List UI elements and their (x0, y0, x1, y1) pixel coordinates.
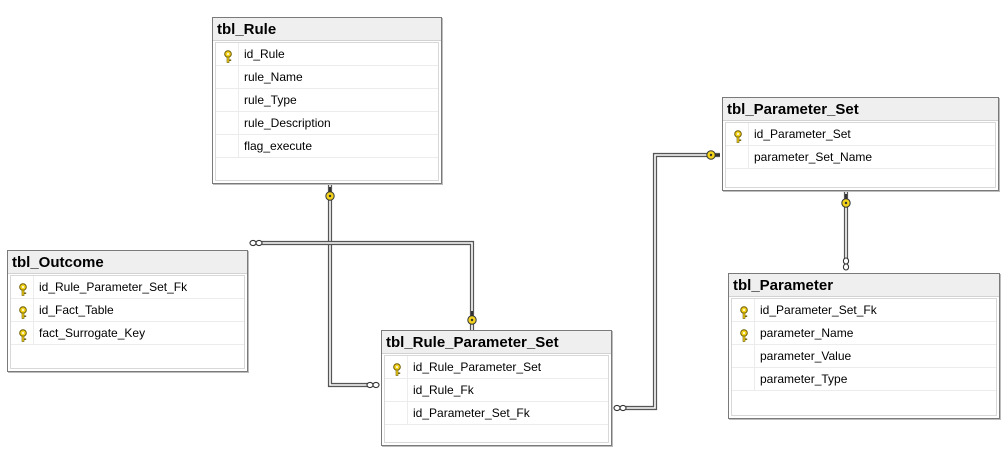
column-name: id_Rule_Fk (413, 383, 474, 397)
table-title: tbl_Parameter_Set (723, 98, 998, 121)
primary-key-icon (738, 327, 750, 342)
column-name: parameter_Set_Name (754, 150, 873, 164)
table-title: tbl_Rule_Parameter_Set (382, 331, 611, 354)
primary-key-icon (17, 281, 29, 296)
column-name: rule_Type (244, 93, 297, 107)
row-gutter (732, 368, 755, 390)
one-end-key-icon (467, 311, 477, 325)
relationship-paramset-to-parameter[interactable] (841, 191, 851, 271)
column-name: id_Parameter_Set (754, 127, 851, 141)
column-list: id_Rule_Parameter_Set id_Rule_Fk id_Parame… (384, 355, 609, 443)
row-gutter (726, 123, 749, 145)
many-end-infinity-icon (842, 257, 850, 271)
column-name: id_Parameter_Set_Fk (413, 406, 530, 420)
one-end-key-icon (841, 194, 851, 208)
row-gutter (385, 356, 408, 378)
column-name: id_Rule (244, 47, 285, 61)
one-end-key-icon (706, 150, 720, 160)
row-gutter (732, 322, 755, 344)
column-row[interactable]: id_Parameter_Set (726, 123, 995, 146)
column-row[interactable]: rule_Name (216, 66, 438, 89)
column-row[interactable]: id_Parameter_Set_Fk (732, 299, 996, 322)
primary-key-icon (738, 304, 750, 319)
table-title: tbl_Outcome (8, 251, 247, 274)
relationship-ruleparamset-to-outcome[interactable] (249, 239, 477, 330)
row-gutter (216, 112, 239, 134)
column-row[interactable]: parameter_Set_Name (726, 146, 995, 169)
row-gutter (216, 89, 239, 111)
table-tbl-rule-parameter-set[interactable]: tbl_Rule_Parameter_Set id_Rule_Parameter… (381, 330, 612, 446)
column-row[interactable]: id_Rule_Parameter_Set_Fk (11, 276, 244, 299)
many-end-infinity-icon (613, 404, 627, 412)
row-gutter (216, 66, 239, 88)
table-title: tbl_Parameter (729, 274, 999, 297)
primary-key-icon (17, 304, 29, 319)
row-gutter (732, 299, 755, 321)
column-name: id_Rule_Parameter_Set (413, 360, 542, 374)
column-row[interactable]: id_Rule_Fk (385, 379, 608, 402)
column-name: id_Fact_Table (39, 303, 114, 317)
row-gutter (11, 276, 34, 298)
column-row[interactable]: parameter_Name (732, 322, 996, 345)
row-gutter (216, 43, 239, 65)
column-name: parameter_Type (760, 372, 848, 386)
column-name: rule_Name (244, 70, 303, 84)
column-name: id_Parameter_Set_Fk (760, 303, 877, 317)
relationship-paramset-to-ruleparamset[interactable] (613, 150, 720, 412)
column-list: id_Parameter_Set parameter_Set_Name (725, 122, 996, 188)
table-title: tbl_Rule (213, 18, 441, 41)
column-row[interactable]: rule_Type (216, 89, 438, 112)
column-name: rule_Description (244, 116, 331, 130)
table-tbl-outcome[interactable]: tbl_Outcome id_Rule_Parameter_Set_Fk id_F… (7, 250, 248, 372)
relationship-rule-to-ruleparamset[interactable] (325, 184, 380, 389)
column-name: id_Rule_Parameter_Set_Fk (39, 280, 188, 294)
row-gutter (216, 135, 239, 157)
row-gutter (732, 345, 755, 367)
primary-key-icon (391, 361, 403, 376)
row-gutter (385, 402, 408, 424)
primary-key-icon (222, 48, 234, 63)
column-row[interactable]: id_Parameter_Set_Fk (385, 402, 608, 425)
row-gutter (11, 299, 34, 321)
column-row[interactable]: id_Rule (216, 43, 438, 66)
column-name: parameter_Value (760, 349, 852, 363)
column-row[interactable]: fact_Surrogate_Key (11, 322, 244, 345)
many-end-infinity-icon (366, 381, 380, 389)
column-row[interactable]: id_Fact_Table (11, 299, 244, 322)
row-gutter (11, 322, 34, 344)
column-row[interactable]: id_Rule_Parameter_Set (385, 356, 608, 379)
column-list: id_Rule rule_Name rule_Type rule_Descriptio… (215, 42, 439, 181)
column-row[interactable]: parameter_Type (732, 368, 996, 391)
many-end-infinity-icon (249, 239, 263, 247)
column-row[interactable]: flag_execute (216, 135, 438, 158)
primary-key-icon (17, 327, 29, 342)
row-gutter (726, 146, 749, 168)
table-tbl-rule[interactable]: tbl_Rule id_Rule rule_Name rule_Type rule_D… (212, 17, 442, 184)
row-gutter (385, 379, 408, 401)
one-end-key-icon (325, 187, 335, 201)
primary-key-icon (732, 128, 744, 143)
column-row[interactable]: rule_Description (216, 112, 438, 135)
column-name: parameter_Name (760, 326, 854, 340)
column-name: fact_Surrogate_Key (39, 326, 146, 340)
column-row[interactable]: parameter_Value (732, 345, 996, 368)
column-name: flag_execute (244, 139, 313, 153)
